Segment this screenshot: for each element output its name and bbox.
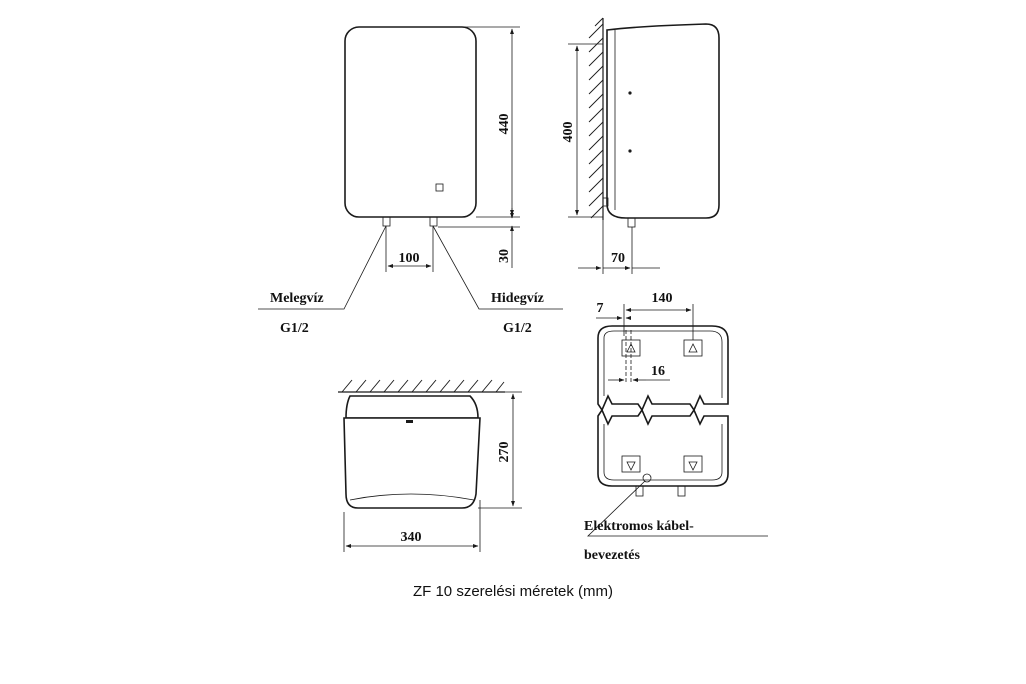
rear-upper-housing: [597, 325, 729, 412]
cold-water-label: Hidegvíz: [491, 291, 544, 306]
mount-bracket-bottom-left: [621, 455, 641, 473]
rear-lower-housing: [597, 408, 729, 487]
side-housing: [606, 23, 720, 219]
rear-view: 7 140 16 Elektromos kábel- bevezetés: [584, 291, 768, 563]
bottom-housing: [343, 417, 481, 509]
dim-100-label: 100: [399, 251, 420, 266]
front-housing: [344, 26, 477, 218]
figure-caption: ZF 10 szerelési méretek (mm): [413, 583, 613, 600]
cable-entry-icon: [642, 473, 652, 483]
cold-thread-label: G1/2: [503, 321, 532, 336]
dim-70-label: 70: [611, 251, 625, 266]
ceiling-hatching: [341, 379, 505, 393]
dim-30-label: 30: [497, 249, 512, 263]
dim-400-label: 400: [561, 122, 576, 143]
dim-340-label: 340: [401, 530, 422, 545]
hot-pipe: [382, 216, 391, 227]
side-pipe: [627, 217, 636, 228]
mount-bracket-bottom-right: [683, 455, 703, 473]
hot-thread-label: G1/2: [280, 321, 309, 336]
bottom-view: 270 340: [338, 379, 522, 552]
side-view: 400 70: [561, 17, 720, 274]
indicator-light: [435, 183, 444, 192]
hot-water-label: Melegvíz: [270, 291, 324, 306]
cold-pipe: [429, 216, 438, 227]
rear-hot-pipe: [635, 485, 644, 497]
dim-16-label: 16: [651, 364, 665, 379]
dim-140-label: 140: [652, 291, 673, 306]
dim-440-label: 440: [497, 114, 512, 135]
dim-270-label: 270: [497, 442, 512, 463]
cable-label-line2: bevezetés: [584, 548, 641, 563]
rear-cold-pipe: [677, 485, 686, 497]
wall-hatching: [588, 17, 604, 219]
dim-7-label: 7: [597, 301, 604, 316]
cable-label-line1: Elektromos kábel-: [584, 519, 694, 534]
bottom-top-band: [345, 395, 479, 419]
front-view: 440 30 100 Melegvíz G1/2 Hidegvíz G1/2: [258, 26, 563, 336]
